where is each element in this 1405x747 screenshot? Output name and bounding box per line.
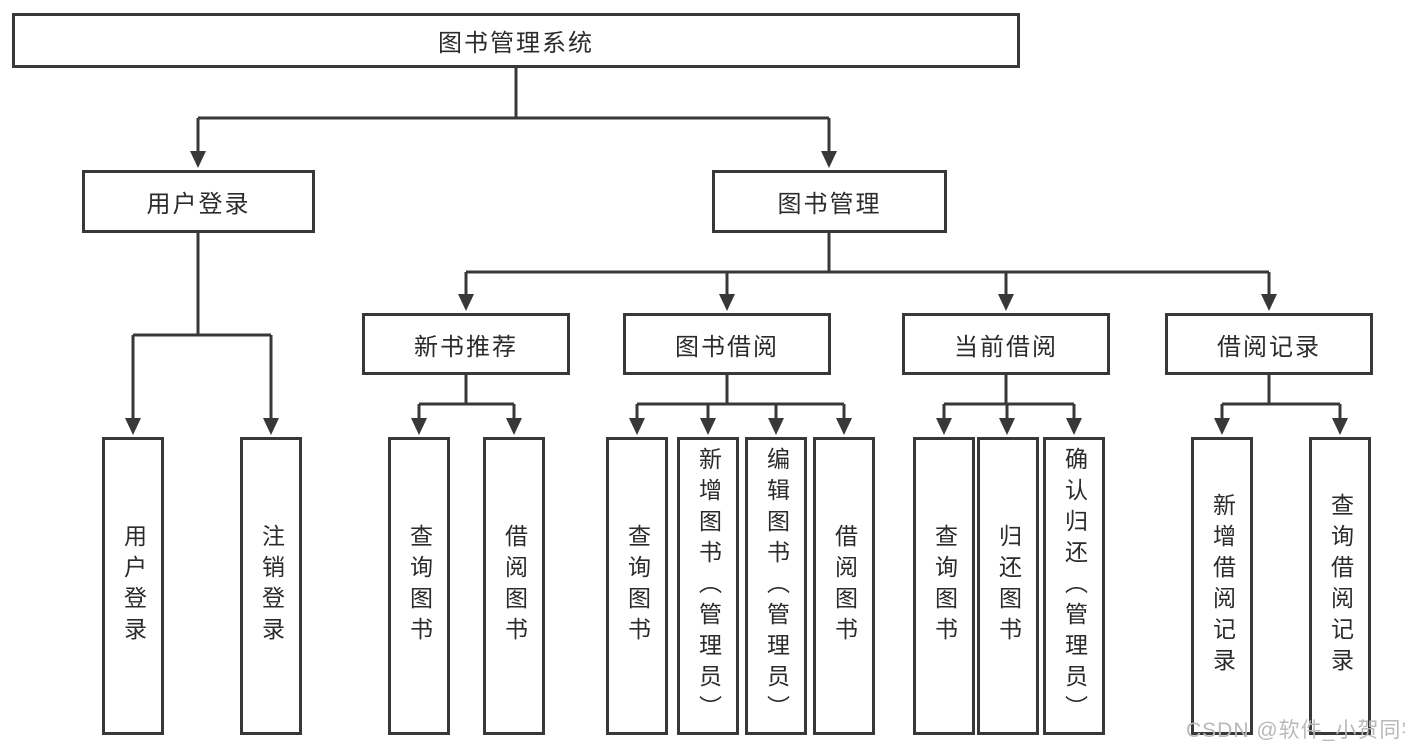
arrow-down-icon: [821, 151, 837, 168]
leaf-label: 新增借阅记录: [1209, 493, 1236, 679]
leaf-label: 归还图书: [995, 524, 1022, 648]
leaf-recommend-borrow-books: 借阅图书: [483, 437, 545, 735]
leaf-records-query-record: 查询借阅记录: [1309, 437, 1371, 735]
leaf-label: 确认归还（管理员）: [1061, 446, 1088, 726]
arrow-down-icon: [263, 418, 279, 435]
node-new-book-recommend: 新书推荐: [362, 313, 570, 375]
leaf-borrowing-borrow-books: 借阅图书: [813, 437, 875, 735]
arrow-down-icon: [719, 294, 735, 311]
arrow-down-icon: [836, 418, 852, 435]
leaf-current-query-books: 查询图书: [913, 437, 975, 735]
leaf-borrowing-query-books: 查询图书: [606, 437, 668, 735]
leaf-borrowing-edit-books-admin: 编辑图书（管理员）: [745, 437, 807, 735]
arrow-down-icon: [1261, 294, 1277, 311]
leaf-label: 查询图书: [624, 524, 651, 648]
leaf-recommend-query-books: 查询图书: [388, 437, 450, 735]
csdn-watermark: CSDN @软件_小贺同学: [1186, 719, 1405, 742]
arrow-down-icon: [1332, 418, 1348, 435]
tree-connector-lines: [131, 67, 1342, 422]
leaf-borrowing-add-books-admin: 新增图书（管理员）: [677, 437, 739, 735]
leaf-label: 查询图书: [406, 524, 433, 648]
leaf-user-login: 用户登录: [102, 437, 164, 735]
leaf-label: 查询借阅记录: [1327, 493, 1354, 679]
arrow-down-icon: [768, 418, 784, 435]
arrow-down-icon: [629, 418, 645, 435]
node-book-borrowing: 图书借阅: [623, 313, 831, 375]
leaf-records-add-record: 新增借阅记录: [1191, 437, 1253, 735]
leaf-current-confirm-return-admin: 确认归还（管理员）: [1043, 437, 1105, 735]
leaf-current-return-books: 归还图书: [977, 437, 1039, 735]
leaf-label: 借阅图书: [831, 524, 858, 648]
arrow-down-icon: [1066, 418, 1082, 435]
leaf-label: 用户登录: [120, 524, 147, 648]
leaf-label: 借阅图书: [501, 524, 528, 648]
arrow-down-icon: [125, 418, 141, 435]
node-user-login-branch: 用户登录: [82, 170, 315, 233]
node-borrowing-records: 借阅记录: [1165, 313, 1373, 375]
arrow-down-icon: [998, 294, 1014, 311]
arrow-down-icon: [999, 418, 1015, 435]
node-book-management-branch: 图书管理: [712, 170, 947, 233]
leaf-label: 新增图书（管理员）: [695, 446, 722, 726]
arrow-down-icon: [1214, 418, 1230, 435]
arrow-down-icon: [936, 418, 952, 435]
leaf-logout: 注销登录: [240, 437, 302, 735]
leaf-label: 查询图书: [931, 524, 958, 648]
arrow-down-icon: [411, 418, 427, 435]
arrowheads: [125, 151, 1348, 435]
node-current-borrowing: 当前借阅: [902, 313, 1110, 375]
node-root-system: 图书管理系统: [12, 13, 1020, 68]
leaf-label: 编辑图书（管理员）: [763, 446, 790, 726]
arrow-down-icon: [458, 294, 474, 311]
leaf-label: 注销登录: [258, 524, 285, 648]
arrow-down-icon: [506, 418, 522, 435]
arrow-down-icon: [190, 151, 206, 168]
arrow-down-icon: [700, 418, 716, 435]
